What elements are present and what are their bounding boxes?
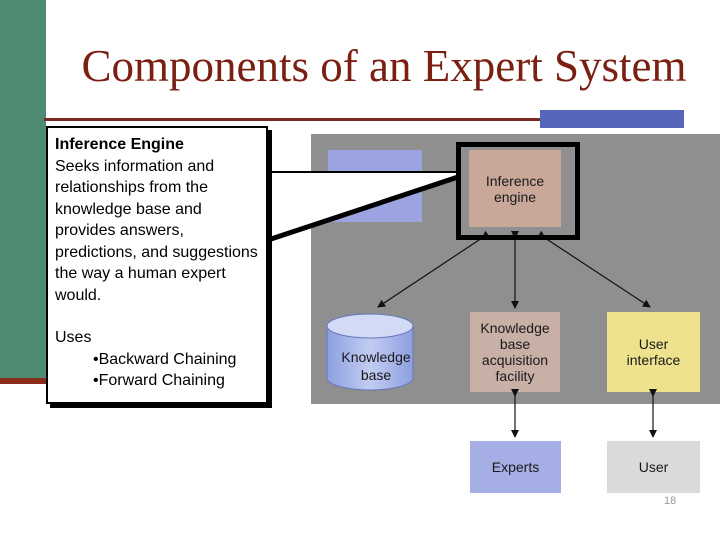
experts-label: Experts	[491, 459, 540, 475]
callout-uses-label: Uses	[55, 329, 92, 346]
callout-bullet-forward: •Forward Chaining	[93, 372, 225, 389]
inference-engine-box: Inference engine	[469, 150, 561, 227]
inference-engine-label-line2: engine	[493, 188, 537, 205]
sidebar-accent-strip	[0, 378, 46, 384]
user-interface-label-line1: User	[638, 336, 669, 352]
inference-engine-callout: Inference Engine Seeks information and r…	[46, 126, 268, 404]
knowledge-base-label-line1: Knowledge	[341, 349, 410, 365]
kb-acquisition-label-line3: acquisition	[481, 352, 549, 368]
user-label: User	[638, 459, 669, 475]
sidebar-accent-bar	[0, 0, 46, 383]
slide-title: Components of an Expert System	[81, 41, 687, 91]
callout-pointer-bottom	[267, 174, 459, 243]
arrow-inference-ui	[536, 230, 651, 308]
experts-box: Experts	[470, 441, 561, 493]
kb-acquisition-label-line4: facility	[495, 368, 535, 384]
inference-engine-highlight	[456, 142, 580, 240]
inference-engine-label-line1: Inference	[485, 172, 545, 189]
callout-bullet-backward: •Backward Chaining	[93, 350, 237, 368]
knowledge-base-label-line2: base	[361, 367, 392, 383]
title-underline	[44, 118, 540, 121]
kb-acquisition-box: Knowledge base acquisition facility	[470, 312, 560, 392]
kb-acquisition-label-line1: Knowledge	[480, 320, 550, 336]
page-number: 18	[664, 495, 677, 507]
user-interface-box: User interface	[607, 312, 700, 392]
user-interface-label-line2: interface	[626, 352, 681, 368]
kb-acquisition-label-line2: base	[499, 336, 531, 352]
callout-heading: Inference Engine	[55, 136, 184, 153]
callout-description: Seeks information and relationships from…	[55, 157, 258, 304]
user-box: User	[607, 441, 700, 493]
title-accent-block	[540, 110, 684, 128]
knowledge-base-cylinder: Knowledge base	[326, 313, 414, 391]
arrow-inference-kb	[377, 230, 491, 308]
